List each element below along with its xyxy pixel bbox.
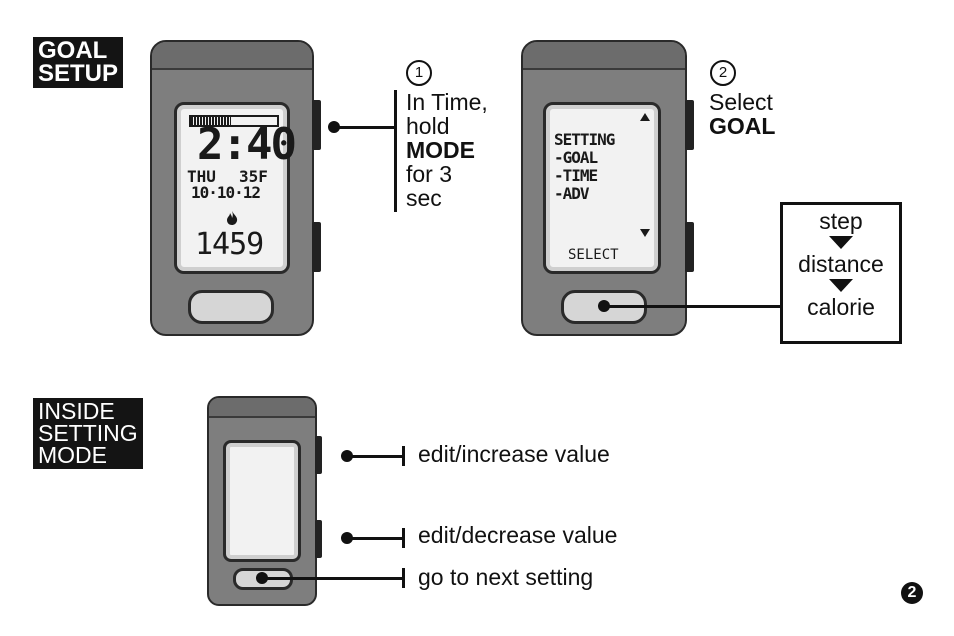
- device2-menu-title: SETTING: [554, 130, 615, 149]
- flame-icon: [227, 211, 238, 225]
- device1-lower-side-button[interactable]: [312, 222, 321, 272]
- device-time-mode: 2:40 THU 35F 10·10·12 1459: [150, 40, 314, 336]
- goal-setup-line1: GOAL: [38, 37, 108, 64]
- goal-setup-line2: SETUP: [38, 59, 119, 87]
- step1-instructions: In Time, hold MODE for 3 sec: [406, 89, 488, 211]
- device3-up-button[interactable]: [315, 436, 322, 474]
- goal-setup-label: GOAL SETUP: [33, 37, 124, 88]
- device2-footer: SELECT: [568, 247, 619, 263]
- device1-select-button[interactable]: [188, 290, 274, 324]
- action-decrease: edit/decrease value: [418, 522, 618, 548]
- device1-time: 2:40: [197, 119, 297, 170]
- device2-lower-side-button[interactable]: [685, 222, 694, 272]
- goal-option-step: step: [819, 208, 863, 234]
- device1-temp: 35F: [239, 167, 268, 186]
- device1-screen: 2:40 THU 35F 10·10·12 1459: [174, 102, 297, 274]
- inside-setting-line1: INSIDE: [38, 398, 115, 424]
- step2-number-icon: 2: [710, 60, 736, 86]
- step2-instructions: Select GOAL: [709, 89, 776, 139]
- device1-day: THU: [187, 167, 216, 186]
- device1-calories: 1459: [195, 227, 264, 262]
- device-setting-mode: [207, 396, 317, 606]
- device3-down-button[interactable]: [315, 520, 322, 558]
- device-setting-menu: SETTING -GOAL -TIME -ADV SELECT: [521, 40, 687, 336]
- device2-menu-item-time: -TIME: [554, 166, 598, 185]
- goal-option-distance: distance: [798, 251, 884, 277]
- device2-screen: SETTING -GOAL -TIME -ADV SELECT: [543, 102, 661, 274]
- scroll-up-icon: [640, 113, 650, 121]
- device2-mode-button[interactable]: [685, 100, 694, 150]
- device2-menu-item-goal: -GOAL: [554, 148, 598, 167]
- page-number: 2: [901, 582, 923, 604]
- device1-mode-button[interactable]: [312, 100, 321, 150]
- battery-bar: [189, 115, 279, 127]
- inside-setting-line2: SETTING: [38, 419, 138, 446]
- goal-option-calorie: calorie: [807, 294, 875, 320]
- action-next-setting: go to next setting: [418, 564, 594, 590]
- device3-screen: [223, 440, 301, 562]
- inside-setting-line3: MODE: [38, 441, 107, 468]
- goal-options-box: step distance calorie: [780, 202, 902, 344]
- action-increase: edit/increase value: [418, 441, 610, 467]
- device2-menu-item-adv: -ADV: [554, 184, 590, 203]
- arrow-down-icon: [829, 279, 853, 292]
- inside-setting-mode-label: INSIDE SETTING MODE: [33, 398, 143, 469]
- arrow-down-icon: [829, 236, 853, 249]
- scroll-down-icon: [640, 229, 650, 237]
- step1-number-icon: 1: [406, 60, 432, 86]
- device1-date: 10·10·12: [191, 183, 261, 202]
